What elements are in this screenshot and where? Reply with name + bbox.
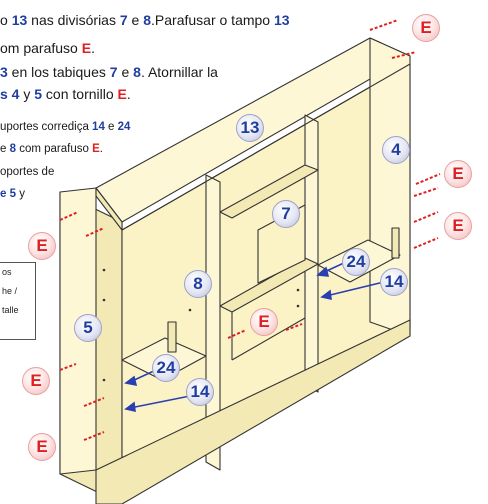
screw-mark: [415, 173, 441, 185]
screw-hole: [296, 304, 300, 308]
screw-hole: [102, 378, 106, 382]
callout-e-left-2: E: [22, 367, 50, 395]
note-line: he /: [2, 286, 18, 296]
screw-mark: [59, 211, 79, 221]
slide-rail: [167, 321, 177, 353]
callout-part-7: 7: [272, 200, 300, 228]
callout-part-8: 8: [184, 270, 212, 298]
instruction-pt-line-2: om parafuso E.: [0, 40, 95, 56]
callout-part-4: 4: [382, 136, 410, 164]
arrowhead: [124, 375, 138, 387]
middle-shelf-upper: [219, 164, 319, 219]
screw-hole: [296, 288, 300, 292]
callout-e-right-1: E: [444, 160, 472, 188]
arrow-14-left: [129, 395, 191, 409]
top-inner-edge: [121, 63, 411, 231]
screw-mark: [391, 51, 417, 59]
instruction-es2-line-2: e 5 y: [0, 188, 25, 200]
screw-hole: [102, 268, 106, 272]
instruction-es2-line-1: oportes de: [0, 166, 55, 178]
note-line: talle: [2, 305, 19, 315]
side-note-box: os he / talle: [0, 262, 36, 340]
screw-mark: [227, 329, 247, 339]
callout-e-top-right: E: [412, 14, 440, 42]
callout-part-5: 5: [74, 314, 102, 342]
instruction-es-line-1: 3 en los tabiques 7 e 8. Atornillar la: [0, 64, 218, 80]
screw-hole: [102, 298, 106, 302]
callout-e-left-1: E: [28, 232, 56, 260]
drawer-line: [231, 317, 306, 361]
screw-mark: [369, 19, 399, 31]
note-line: os: [2, 267, 12, 277]
screw-hole: [188, 308, 192, 312]
screw-mark: [85, 227, 105, 237]
instruction-pt2-line-2: e 8 com parafuso E.: [0, 143, 103, 155]
screw-mark: [83, 397, 105, 407]
screw-marks: [59, 19, 441, 441]
callout-part-14-left: 14: [186, 378, 214, 406]
instruction-es-line-2: s 4 y 5 con tornillo E.: [0, 86, 131, 102]
callout-e-left-3: E: [28, 433, 56, 461]
callout-part-24-left: 24: [152, 354, 180, 382]
callout-part-24-right: 24: [342, 248, 370, 276]
callout-e-center: E: [250, 308, 278, 336]
callout-part-14-right: 14: [380, 268, 408, 296]
divider-7: [304, 114, 319, 393]
screw-mark: [413, 187, 439, 197]
bottom-rail: [95, 319, 411, 504]
arrowhead: [316, 266, 330, 277]
screw-mark: [285, 323, 303, 331]
screw-mark: [413, 237, 439, 249]
arrow-14-right: [325, 281, 385, 297]
screw-mark: [83, 431, 105, 441]
callout-part-13: 13: [236, 114, 264, 142]
instruction-pt-line-1: o 13 nas divisórias 7 e 8.Parafusar o ta…: [0, 12, 290, 28]
arrowhead: [124, 401, 136, 413]
callout-e-right-2: E: [444, 212, 472, 240]
arrowhead: [320, 289, 332, 301]
screw-mark: [59, 363, 77, 371]
slide-rail: [391, 227, 400, 259]
screw-mark: [413, 211, 439, 223]
instruction-pt2-line-1: uportes corrediça 14 e 24: [0, 121, 131, 133]
